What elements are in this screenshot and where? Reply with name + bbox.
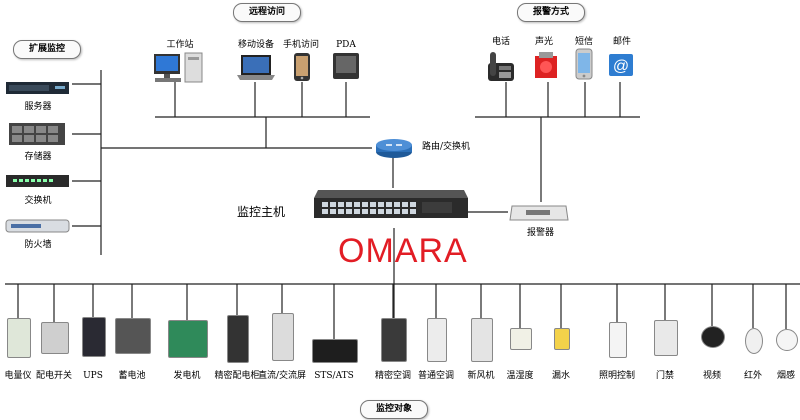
remote-label-mobile: 移动设备 <box>237 40 275 50</box>
host-title: 监控主机 <box>237 205 286 219</box>
lighting-icon <box>609 322 627 358</box>
battery-icon <box>115 318 151 354</box>
extended-label-storage: 存储器 <box>24 152 52 162</box>
distribution-switch-icon <box>41 322 69 354</box>
router-label: 路由/交换机 <box>422 142 471 152</box>
monitored-object-label: 蓄电池 <box>118 371 146 381</box>
alarm-label-telephone: 电话 <box>491 37 511 47</box>
extended-monitoring-pill: 扩展监控 <box>13 40 81 59</box>
monitored-object-label: 普通空调 <box>417 371 455 381</box>
switch-icon <box>6 175 69 187</box>
extended-label-server: 服务器 <box>24 102 52 112</box>
fresh-air-icon <box>471 318 493 362</box>
laptop-icon <box>237 55 275 80</box>
monitored-objects-pill: 监控对象 <box>360 400 428 419</box>
alarm-methods-pill: 报警方式 <box>517 3 585 22</box>
dc-ac-panel-icon <box>272 313 294 361</box>
sts-ats-icon <box>312 339 358 363</box>
firewall-icon <box>5 219 70 233</box>
monitored-object-label: 直流/交流屏 <box>257 371 307 381</box>
remote-access-pill: 远程访问 <box>233 3 301 22</box>
remote-label-workstation: 工作站 <box>166 40 194 50</box>
workstation-icon <box>154 52 203 83</box>
telephone-icon <box>488 52 514 81</box>
storage-icon <box>9 123 65 145</box>
generator-icon <box>168 320 208 358</box>
extended-label-firewall: 防火墙 <box>24 240 52 250</box>
server-icon <box>6 82 69 94</box>
monitored-object-label: 新风机 <box>467 371 495 381</box>
brand-watermark: OMARA <box>338 232 468 270</box>
monitored-object-label: 门禁 <box>655 371 675 381</box>
extended-label-switch: 交换机 <box>24 196 52 206</box>
monitored-object-label: 电量仪 <box>4 371 32 381</box>
monitored-object-label: 视频 <box>702 371 722 381</box>
alarm-label-sms: 短信 <box>574 37 594 47</box>
alarm-label-sound-light: 声光 <box>534 37 554 47</box>
monitored-object-label: 精密空调 <box>374 371 412 381</box>
monitored-object-label: 漏水 <box>551 371 571 381</box>
temp-humidity-icon <box>510 328 532 350</box>
alarm-label-email: 邮件 <box>612 37 632 47</box>
monitored-object-label: 温湿度 <box>506 371 534 381</box>
email-icon: @ <box>609 54 633 76</box>
monitored-object-label: 烟感 <box>776 371 796 381</box>
power-meter-icon <box>7 318 31 358</box>
precision-cabinet-icon <box>227 315 249 363</box>
monitored-object-label: 照明控制 <box>598 371 636 381</box>
monitored-object-label: STS/ATS <box>314 371 354 381</box>
general-ac-icon <box>427 318 447 362</box>
infrared-icon <box>745 328 763 354</box>
camera-icon <box>701 326 725 348</box>
precision-ac-icon <box>381 318 407 362</box>
alarm-box-icon <box>509 205 569 221</box>
monitored-object-label: 精密配电柜 <box>214 371 260 381</box>
remote-label-phone: 手机访问 <box>282 40 320 50</box>
remote-label-pda: PDA <box>336 40 356 50</box>
pda-icon <box>333 53 359 79</box>
monitoring-host-icon <box>314 190 468 218</box>
svg-text:@: @ <box>613 58 629 75</box>
phone-access-icon <box>294 53 310 81</box>
router-icon <box>376 139 412 158</box>
monitored-object-label: 配电开关 <box>35 371 73 381</box>
monitored-object-label: UPS <box>83 371 103 381</box>
smoke-detector-icon <box>776 329 798 351</box>
alarm-box-label: 报警器 <box>527 228 555 238</box>
access-control-icon <box>654 320 678 356</box>
monitored-object-label: 发电机 <box>173 371 201 381</box>
ups-icon <box>82 317 106 357</box>
sms-phone-icon <box>575 48 593 80</box>
sound-light-alarm-icon <box>535 52 557 78</box>
monitored-object-label: 红外 <box>743 371 763 381</box>
water-leak-icon <box>554 328 570 350</box>
